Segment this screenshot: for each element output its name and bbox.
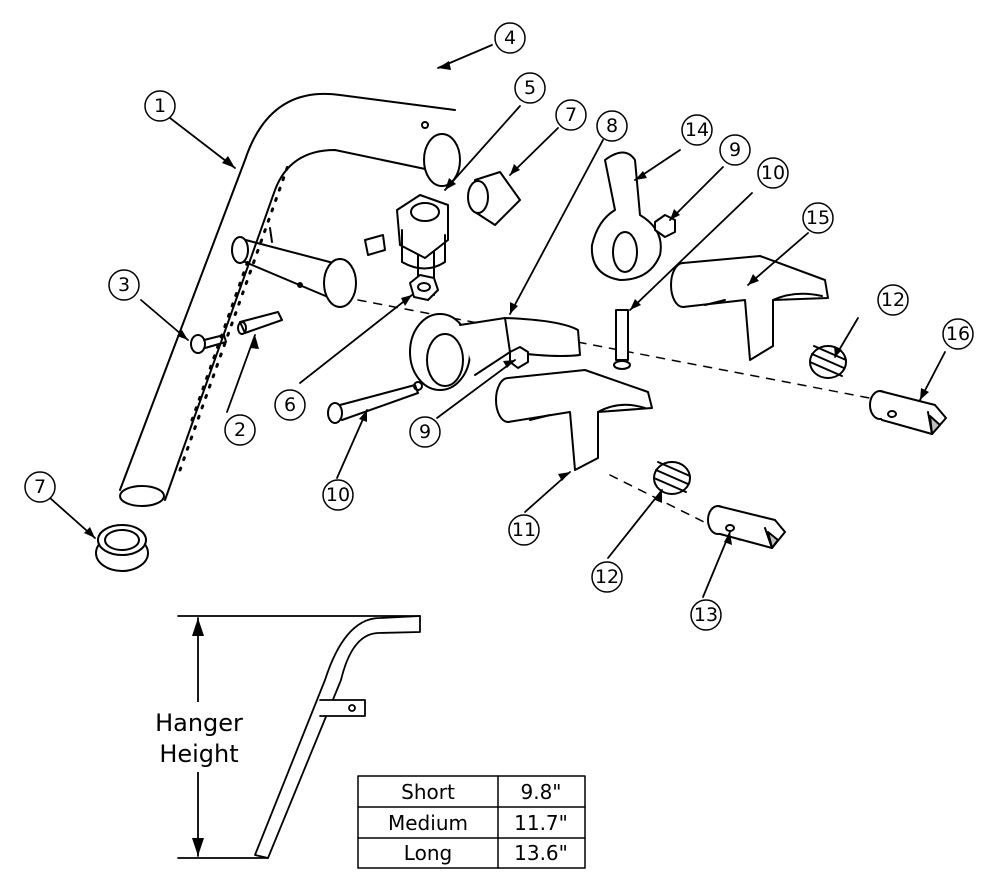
plunger-part [707,505,786,549]
callout-14: 14 [685,119,709,141]
callout-labels: 1 2 3 4 5 6 7 7 8 9 9 10 10 11 12 12 13 … [34,27,970,626]
end-cap-part [467,171,521,226]
callout-9b: 9 [729,139,741,161]
receiver-part [670,255,829,361]
bolt-part [327,384,419,424]
nut-part [409,274,439,301]
screw-part [190,334,227,354]
small-screw-part [364,234,386,256]
callout-12a: 12 [881,289,905,311]
dimension-label-mask [140,702,258,772]
release-lever-part [590,151,662,281]
dimension-label-line1: Hanger [155,709,243,737]
callout-9a: 9 [419,421,431,443]
end-cap-part [95,524,149,572]
callout-7a: 7 [565,104,577,126]
dimension-arrowheads [192,618,204,856]
callout-6: 6 [284,394,296,416]
callout-12b: 12 [595,566,619,588]
release-lever-part [409,313,581,391]
callout-16: 16 [946,323,970,345]
plunger-part [869,390,947,435]
callout-10a: 10 [761,162,785,184]
table-cell-height: 13.6" [514,841,568,865]
callout-10b: 10 [326,484,350,506]
callout-circles [24,22,974,631]
spring-part [653,461,691,495]
arrowheads [84,61,929,545]
callout-7b: 7 [34,476,46,498]
callout-2: 2 [234,419,246,441]
table-cell-size: Long [404,841,452,865]
callout-15: 15 [806,207,830,229]
leader-lines [49,44,946,598]
dimension-label-line2: Height [159,740,238,768]
callout-4: 4 [504,27,516,49]
callout-5: 5 [524,77,536,99]
hanger-tube-part [119,92,461,507]
height-table-grid [357,775,586,869]
table-cell-height: 9.8" [520,780,561,804]
callout-3: 3 [118,274,130,296]
callout-13: 13 [694,604,718,626]
height-table: Short 9.8" Medium 11.7" Long 13.6" [388,780,568,865]
table-cell-size: Short [401,780,455,804]
table-cell-height: 11.7" [514,811,568,835]
table-cell-size: Medium [388,811,468,835]
bolt-part [613,309,631,370]
callout-8: 8 [606,115,618,137]
callout-1: 1 [154,95,166,117]
hanger-height-sketch [177,615,421,859]
receiver-part [495,369,653,471]
callout-11: 11 [512,519,536,541]
nut-part [509,346,529,369]
clamp-body-part [396,194,449,270]
pin-part [237,311,283,335]
